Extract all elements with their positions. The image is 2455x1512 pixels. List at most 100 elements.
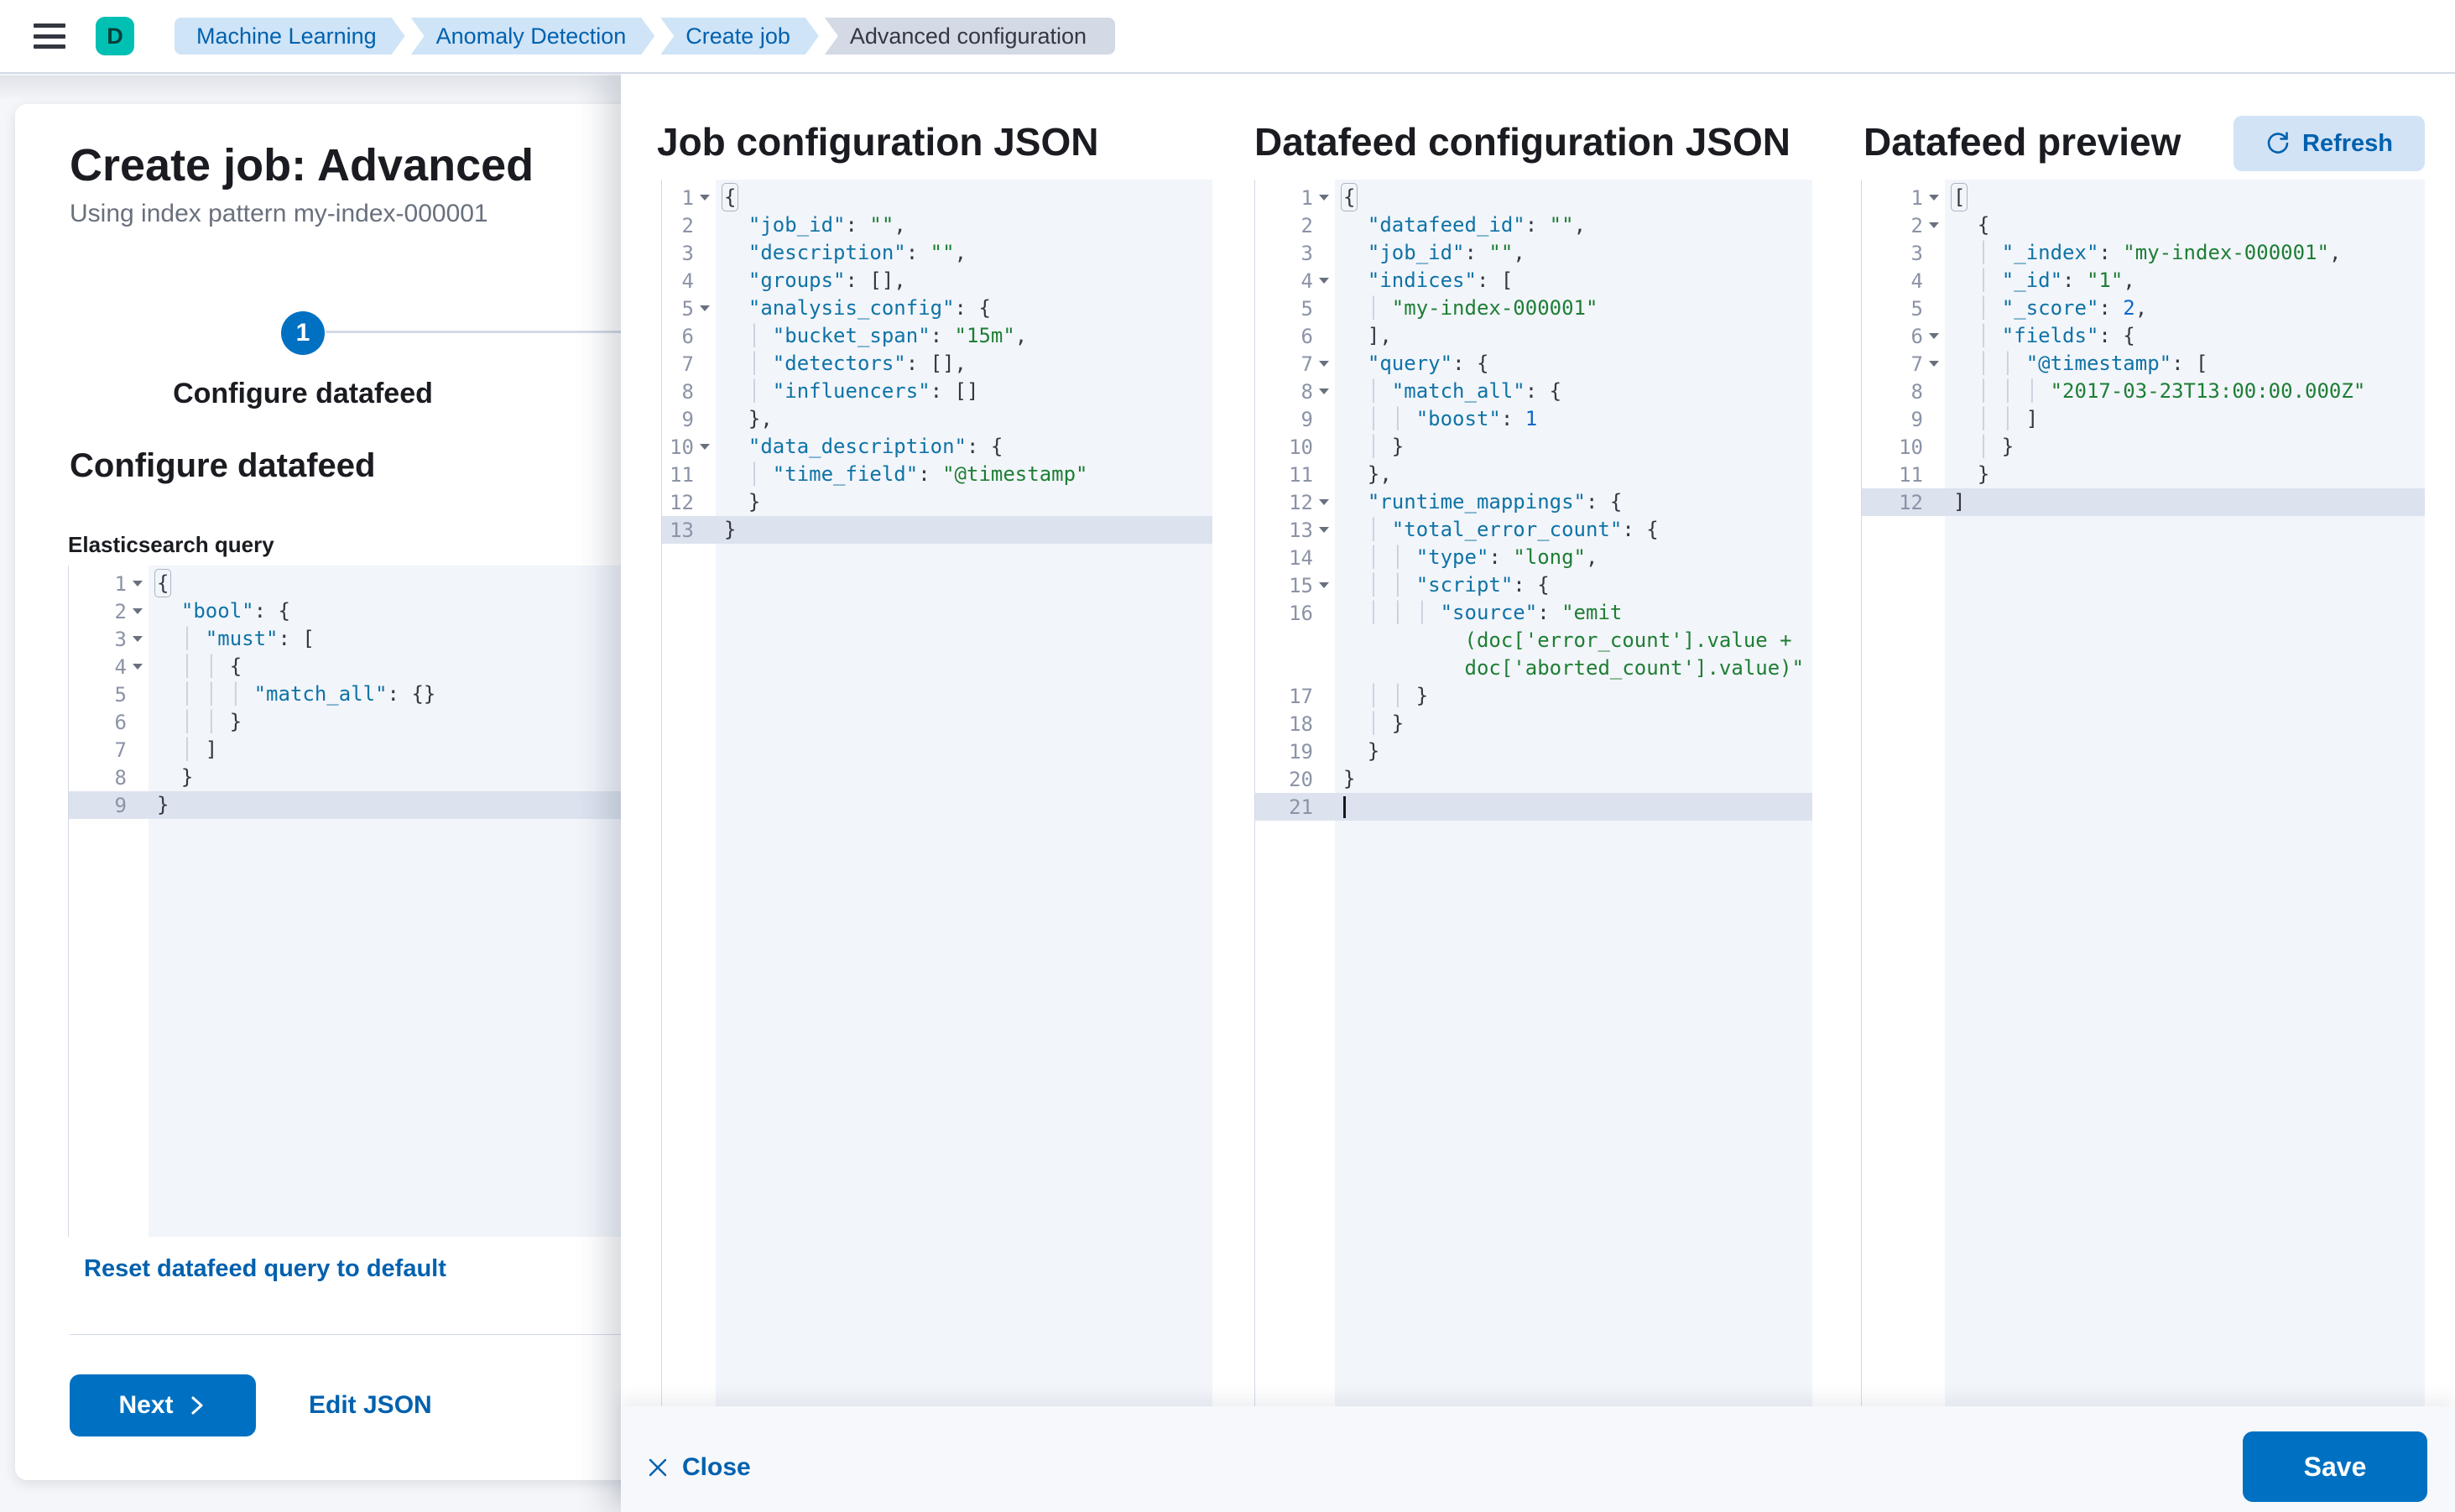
code-line: doc['aborted_count'].value)" <box>1464 656 1805 680</box>
code-line: 2 "job_id": "", <box>681 213 906 237</box>
code-line: 2 "datafeed_id": "", <box>1300 213 1587 237</box>
code-line: 7 │ ] <box>114 738 218 762</box>
code-line: 2 { <box>1862 211 2425 239</box>
datafeed-config-editor[interactable]: 1{2 "datafeed_id": "", 3 "job_id": "",4 "… <box>1254 180 1812 1406</box>
refresh-icon <box>2267 132 2289 154</box>
step-1-indicator[interactable]: 1 <box>281 311 325 355</box>
code-line: 7 "query": { <box>1255 350 1812 378</box>
fold-toggle-icon[interactable] <box>127 570 149 597</box>
chevron-right-icon <box>191 1396 203 1415</box>
code-line: 1{ <box>662 183 1212 211</box>
code-line: 4 "groups": [], <box>681 269 906 293</box>
fold-toggle-icon[interactable] <box>127 653 149 680</box>
breadcrumb-item[interactable]: Anomaly Detection <box>411 18 655 55</box>
code-line: 4 │ "_id": "1", <box>1910 269 2135 293</box>
code-line: 9 }, <box>681 407 773 431</box>
code-line: 10 "data_description": { <box>662 433 1212 461</box>
job-config-editor[interactable]: 1{2 "job_id": "",3 "description": "",4 "… <box>661 180 1212 1406</box>
text-cursor <box>1343 796 1346 818</box>
code-line: 7 │ "detectors": [], <box>681 352 967 376</box>
code-line: 13} <box>662 516 1212 544</box>
fold-toggle-icon[interactable] <box>1923 211 1945 239</box>
code-line: 7 │ │ "@timestamp": [ <box>1862 350 2425 378</box>
fold-toggle-icon[interactable] <box>1313 350 1335 378</box>
code-line: 12 "runtime_mappings": { <box>1255 488 1812 516</box>
reset-datafeed-query-link[interactable]: Reset datafeed query to default <box>84 1255 446 1282</box>
code-line: 8 } <box>114 765 194 790</box>
code-line: 15 │ │ "script": { <box>1255 571 1812 599</box>
refresh-button-label: Refresh <box>2302 129 2393 157</box>
close-button-label: Close <box>682 1453 751 1481</box>
code-line: 4 │ │ { <box>69 653 1259 680</box>
code-line: 9 │ │ ] <box>1910 407 2039 431</box>
code-line: 3 "job_id": "", <box>1300 241 1525 265</box>
code-line: 5 │ "_score": 2, <box>1910 296 2148 321</box>
refresh-button[interactable]: Refresh <box>2233 116 2425 171</box>
save-button[interactable]: Save <box>2243 1431 2427 1502</box>
next-button[interactable]: Next <box>70 1374 256 1436</box>
code-line: 10 │ } <box>1899 435 2015 459</box>
code-line: 5 "analysis_config": { <box>662 295 1212 322</box>
breadcrumb-item: Advanced configuration <box>824 18 1116 55</box>
next-button-label: Next <box>118 1391 174 1419</box>
job-config-json-title: Job configuration JSON <box>657 120 1099 164</box>
close-flyout-button[interactable]: Close <box>646 1445 751 1490</box>
datafeed-config-json-title: Datafeed configuration JSON <box>1254 120 1790 164</box>
fold-toggle-icon[interactable] <box>1313 516 1335 544</box>
code-line: 14 │ │ "type": "long", <box>1289 545 1598 570</box>
step-1-label: Configure datafeed <box>173 378 433 409</box>
fold-toggle-icon[interactable] <box>1313 488 1335 516</box>
code-line: 11 }, <box>1289 462 1392 487</box>
code-line: 12 } <box>670 490 761 514</box>
datafeed-preview-title: Datafeed preview <box>1863 120 2181 164</box>
code-line: 21 <box>1255 793 1812 821</box>
fold-toggle-icon[interactable] <box>1313 571 1335 599</box>
fold-toggle-icon[interactable] <box>694 184 716 211</box>
code-line: 20} <box>1289 767 1356 791</box>
code-line: 1[ <box>1862 183 2425 211</box>
code-line: 1{ <box>1255 183 1812 211</box>
fold-toggle-icon[interactable] <box>1923 184 1945 211</box>
fold-toggle-icon[interactable] <box>1313 184 1335 211</box>
flyout-footer-bar <box>621 1406 2455 1512</box>
datafeed-preview-editor[interactable]: 1[2 {3 │ "_index": "my-index-000001", 4 │… <box>1861 180 2425 1406</box>
fold-toggle-icon[interactable] <box>127 597 149 625</box>
page-subtitle: Using index pattern my-index-000001 <box>70 200 488 227</box>
space-avatar[interactable]: D <box>96 17 134 55</box>
fold-toggle-icon[interactable] <box>1313 378 1335 405</box>
code-line: 17 │ │ } <box>1289 684 1429 708</box>
fold-toggle-icon[interactable] <box>1923 350 1945 378</box>
code-line: 11 } <box>1899 462 1990 487</box>
fold-toggle-icon[interactable] <box>694 433 716 461</box>
code-line: 3 │ "_index": "my-index-000001", <box>1910 241 2342 265</box>
fold-toggle-icon[interactable] <box>127 625 149 653</box>
code-line: 4 "indices": [ <box>1255 267 1812 295</box>
page-title: Create job: Advanced <box>70 140 534 190</box>
code-line: 8 │ │ │ "2017-03-23T13:00:00.000Z" <box>1910 379 2366 404</box>
edit-json-link[interactable]: Edit JSON <box>309 1391 432 1419</box>
code-line: 5 │ "my-index-000001" <box>1300 296 1598 321</box>
code-line: 19 } <box>1289 739 1380 764</box>
menu-icon[interactable] <box>34 23 65 49</box>
code-line: 6 ], <box>1300 324 1392 348</box>
close-icon <box>649 1458 667 1477</box>
code-line: 5 │ │ │ "match_all": {} <box>114 682 436 706</box>
code-line: 18 │ } <box>1289 712 1405 736</box>
fold-toggle-icon[interactable] <box>1313 267 1335 295</box>
code-line: 10 │ } <box>1289 435 1405 459</box>
code-line: 8 │ "match_all": { <box>1255 378 1812 405</box>
code-line: 12] <box>1862 488 2425 516</box>
code-line: 6 │ "fields": { <box>1862 322 2425 350</box>
fold-toggle-icon[interactable] <box>1923 322 1945 350</box>
elasticsearch-query-label: Elasticsearch query <box>68 532 274 557</box>
breadcrumb-item[interactable]: Create job <box>660 18 819 55</box>
code-line: 1{ <box>69 569 1259 597</box>
fold-toggle-icon[interactable] <box>694 295 716 322</box>
code-line: 9 │ │ "boost": 1 <box>1300 407 1538 431</box>
code-line: 11 │ "time_field": "@timestamp" <box>670 462 1088 487</box>
code-line: 3 │ "must": [ <box>69 625 1259 653</box>
code-line: 6 │ "bucket_span": "15m", <box>681 324 1028 348</box>
breadcrumb-item[interactable]: Machine Learning <box>175 18 405 55</box>
